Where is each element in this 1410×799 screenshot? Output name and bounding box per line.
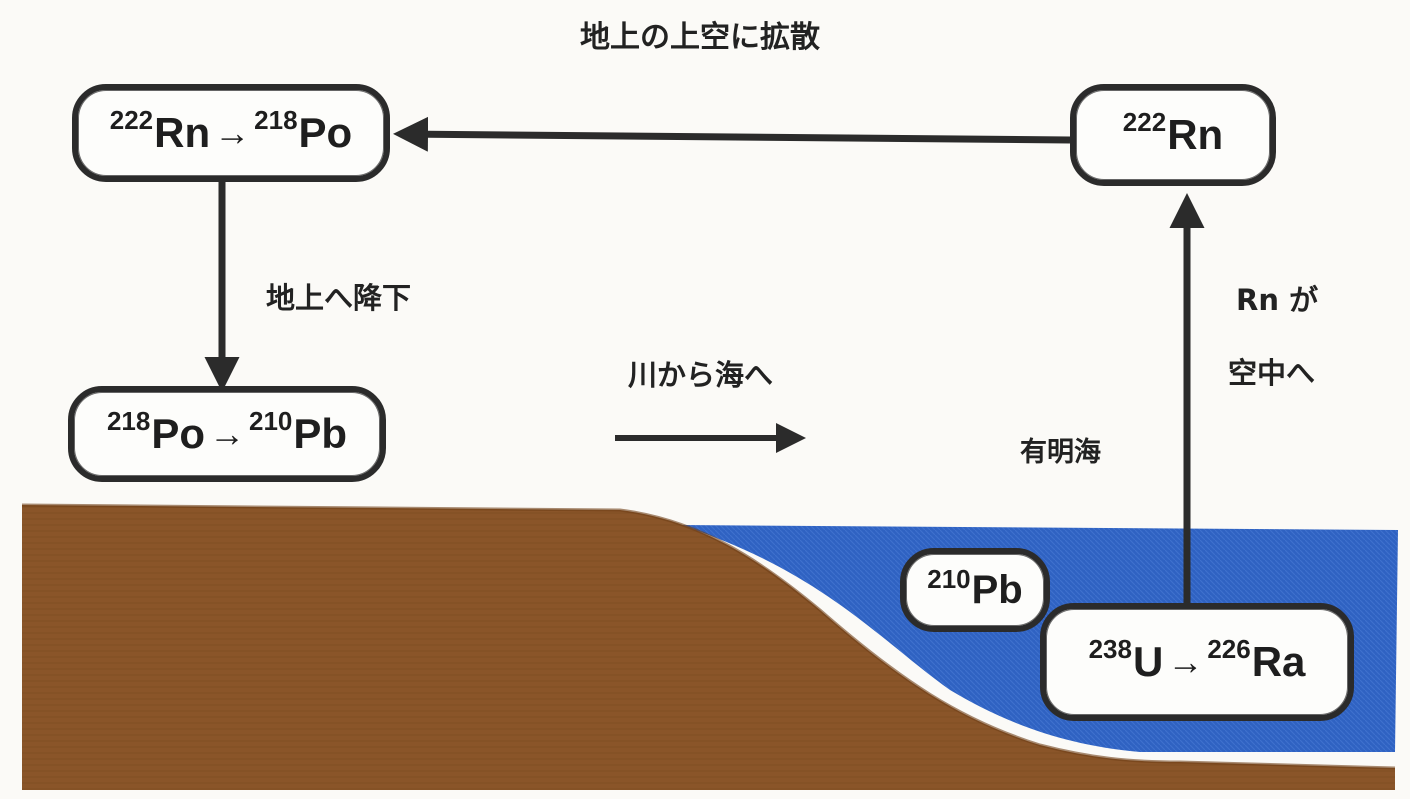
- arrow-diffuse: [393, 116, 1071, 152]
- element-symbol: Pb: [293, 410, 348, 457]
- element-symbol: Ra: [1251, 638, 1306, 685]
- element-symbol: Po: [151, 410, 205, 457]
- label-river: 川から海へ: [628, 358, 774, 392]
- mass-number: 218: [106, 406, 151, 436]
- mass-number: 210: [249, 406, 293, 436]
- label-rn-line1: Rn が: [1236, 283, 1319, 317]
- element-symbol: Rn: [154, 109, 211, 156]
- element-symbol: Po: [298, 109, 353, 156]
- element-symbol: Pb: [971, 567, 1023, 612]
- label-sea: 有明海: [1020, 437, 1101, 468]
- land-shade: [21, 503, 1396, 770]
- mass-number: 222: [109, 105, 154, 135]
- label-fall: 地上へ降下: [266, 281, 412, 315]
- label-rn-line2: 空中へ: [1228, 356, 1316, 390]
- decay-arrow: →: [209, 413, 245, 454]
- mass-number: 222: [1122, 107, 1167, 137]
- decay-arrow: →: [1167, 641, 1204, 682]
- element-symbol: Rn: [1167, 111, 1224, 158]
- element-symbol: U: [1132, 638, 1164, 685]
- mass-number: 238: [1088, 634, 1132, 664]
- mass-number: 226: [1207, 634, 1251, 664]
- decay-arrow: →: [214, 112, 251, 153]
- diagram-title: 地上の上空に拡散: [580, 20, 820, 55]
- land-area: [22, 505, 1395, 790]
- mass-number: 210: [927, 563, 971, 594]
- mass-number: 218: [254, 105, 298, 135]
